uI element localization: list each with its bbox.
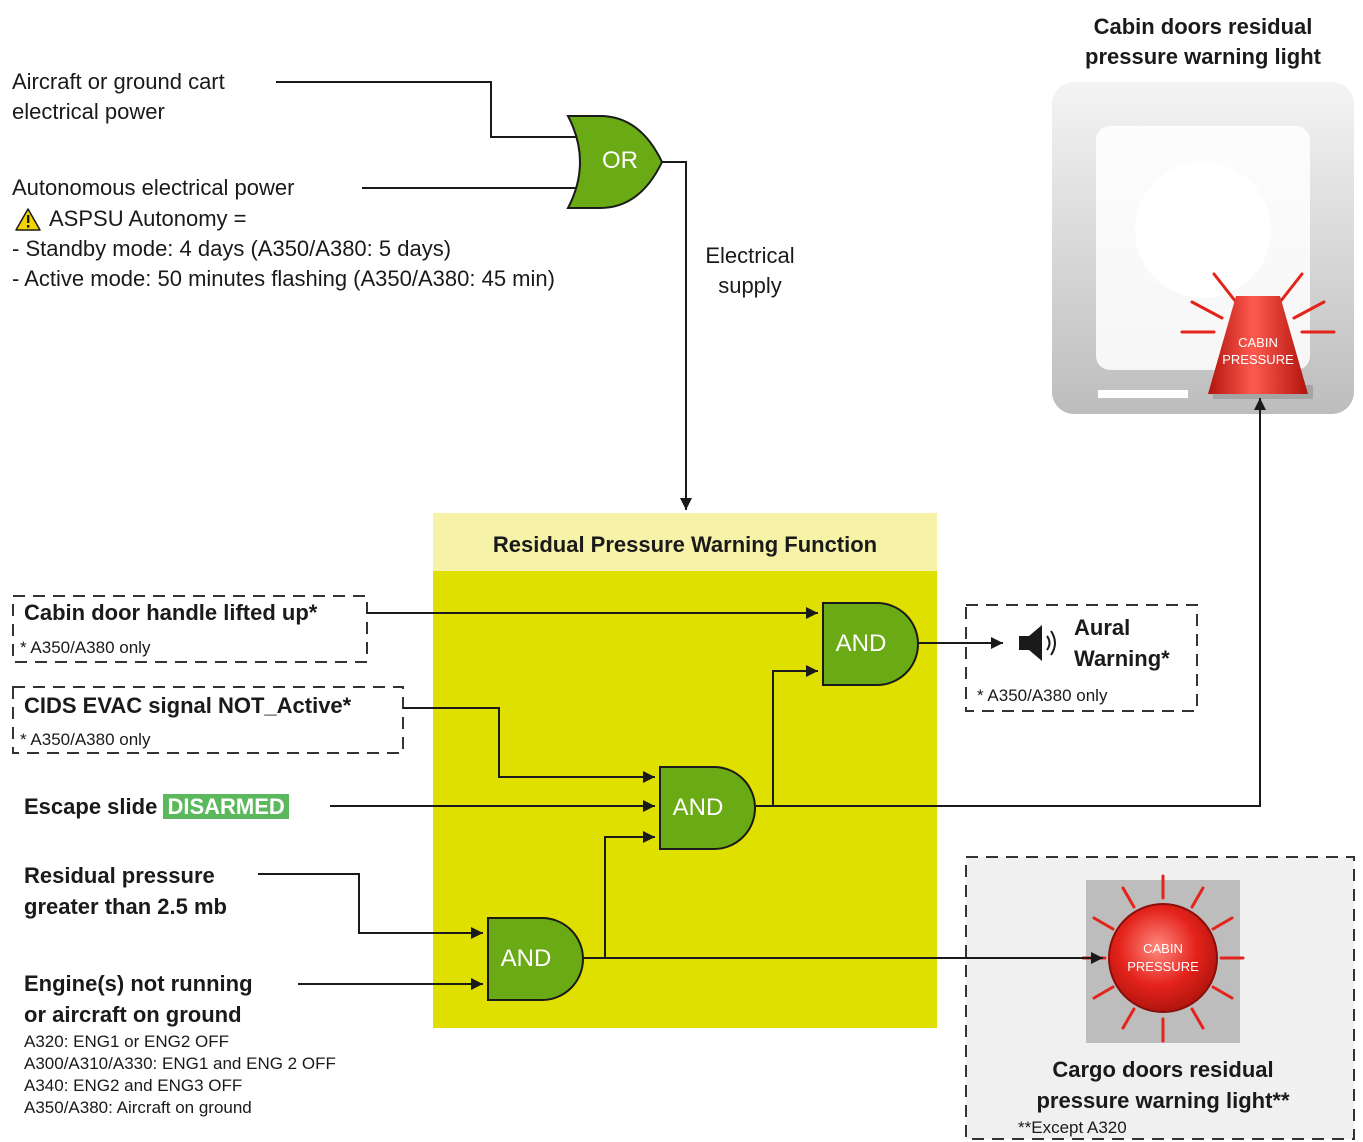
cargo-lamp-text-line2: PRESSURE — [1127, 959, 1199, 974]
aural-warning-line2: Warning* — [1074, 646, 1170, 671]
cargo-lamp-text-line1: CABIN — [1143, 941, 1183, 956]
wire-to-cabin-lamp — [756, 398, 1266, 807]
wire-aircraft-power — [276, 81, 578, 138]
wire-cids — [403, 707, 655, 783]
autonomous-power-label: Autonomous electrical power — [12, 175, 295, 200]
cabin-lamp-text-line2: PRESSURE — [1222, 352, 1294, 367]
engines-note-4: A350/A380: Aircraft on ground — [24, 1098, 252, 1117]
and-gate-top-label: AND — [835, 630, 887, 657]
function-box-header — [433, 513, 937, 571]
disarmed-badge: DISARMED — [163, 794, 289, 819]
electrical-supply-line1: Electrical — [705, 243, 795, 268]
warning-icon — [15, 208, 41, 231]
cabin-door-handle-label: Cabin door handle lifted up* — [24, 600, 318, 625]
cids-evac-note: * A350/A380 only — [20, 730, 151, 749]
autonomy-standby: - Standby mode: 4 days (A350/A380: 5 day… — [12, 236, 452, 261]
cargo-light-title-line1: Cargo doors residual — [1052, 1057, 1274, 1082]
escape-slide-label: Escape slide DISARMED — [24, 792, 289, 822]
cargo-light-title-line2: pressure warning light** — [1036, 1088, 1290, 1113]
aircraft-power-label-line1: Aircraft or ground cart — [12, 69, 225, 94]
cargo-pressure-lamp — [1081, 874, 1245, 1043]
cabin-lamp-text-line1: CABIN — [1238, 335, 1278, 350]
residual-pressure-line1: Residual pressure — [24, 863, 215, 888]
and-gate-middle — [659, 766, 756, 850]
and-gate-bottom — [487, 917, 584, 1001]
cabin-door-handle-box — [12, 595, 368, 663]
electrical-supply-line2: supply — [718, 273, 782, 298]
aural-warning-note: * A350/A380 only — [977, 686, 1108, 705]
cabin-pressure-lamp — [1180, 272, 1336, 394]
aural-warning-line1: Aural — [1074, 615, 1131, 640]
cids-evac-box — [12, 686, 404, 754]
engines-label-line2: or aircraft on ground — [24, 1002, 242, 1027]
speaker-icon — [1019, 625, 1056, 661]
and-gate-bottom-label: AND — [500, 945, 552, 972]
cabin-light-title-line1: Cabin doors residual — [1093, 14, 1313, 39]
wire-and-bottom-out — [583, 831, 655, 959]
cabin-light-title-line2: pressure warning light — [1085, 44, 1321, 69]
residual-pressure-line2: greater than 2.5 mb — [24, 894, 227, 919]
engines-note-3: A340: ENG2 and ENG3 OFF — [24, 1076, 243, 1095]
cabin-warning-light-panel — [1052, 82, 1354, 414]
or-gate-label: OR — [602, 147, 638, 174]
engines-note-2: A300/A310/A330: ENG1 and ENG 2 OFF — [24, 1054, 336, 1073]
engines-note-1: A320: ENG1 or ENG2 OFF — [24, 1032, 230, 1051]
autonomy-active: - Active mode: 50 minutes flashing (A350… — [12, 266, 555, 291]
engines-label-line1: Engine(s) not running — [24, 971, 253, 996]
and-gate-middle-label: AND — [672, 794, 724, 821]
or-gate — [566, 115, 664, 209]
function-box-title: Residual Pressure Warning Function — [492, 532, 878, 557]
cabin-door-handle-note: * A350/A380 only — [20, 638, 151, 657]
cids-evac-label: CIDS EVAC signal NOT_Active* — [24, 693, 352, 718]
cargo-light-note: **Except A320 — [1018, 1118, 1127, 1137]
wire-residual-pressure — [258, 873, 483, 939]
aural-warning-box — [965, 604, 1198, 712]
aircraft-power-label-line2: electrical power — [12, 99, 165, 124]
autonomy-title: ASPSU Autonomy = — [49, 206, 247, 231]
and-gate-top — [822, 602, 919, 686]
wire-electrical-supply — [660, 161, 692, 510]
escape-slide-text: Escape slide — [24, 794, 158, 819]
